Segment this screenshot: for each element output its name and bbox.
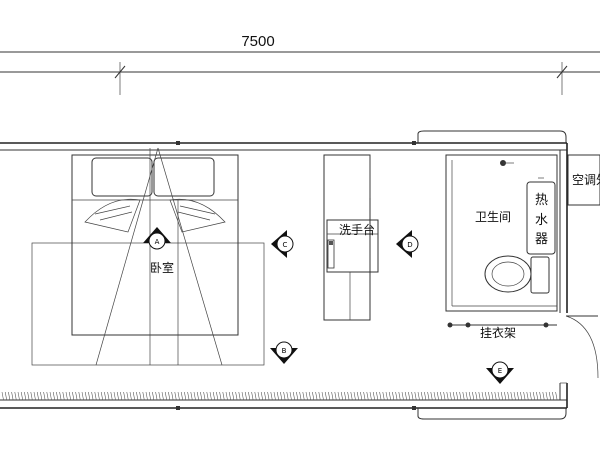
pillow-left — [91, 157, 153, 197]
bottom-window-hatch — [1, 391, 558, 401]
toilet — [484, 255, 550, 294]
section-marker-b: B — [270, 341, 298, 364]
water-heater-label-2: 水 — [535, 213, 548, 228]
overall-dimension-label: 7500 — [241, 33, 274, 50]
water-heater-label-3: 器 — [535, 232, 548, 247]
wardrobe-rack: 挂衣架 — [447, 322, 557, 340]
section-marker-c: C — [271, 230, 294, 258]
washbasin-area: 洗手台 — [323, 154, 379, 321]
water-heater-label-1: 热 — [535, 193, 548, 208]
section-marker-letter: C — [283, 241, 288, 249]
bathroom-walls — [445, 154, 558, 312]
section-marker-letter: E — [498, 367, 502, 375]
bathroom-area: 热 水 器 卫生间 — [445, 154, 558, 312]
sink — [326, 219, 379, 273]
section-marker-a: A — [143, 227, 171, 250]
pillow-right — [153, 157, 215, 197]
bathroom-label: 卫生间 — [475, 210, 511, 224]
counter — [323, 154, 371, 321]
entry-door — [560, 315, 599, 384]
washbasin-label: 洗手台 — [339, 222, 375, 237]
bedroom-label: 卧室 — [150, 260, 174, 275]
outer-walls — [0, 130, 568, 420]
rug — [31, 242, 265, 366]
dimension-line: 7500 — [0, 33, 600, 95]
section-marker-letter: A — [155, 238, 160, 246]
section-marker-e: E — [486, 361, 514, 384]
water-heater — [526, 181, 556, 255]
bedroom-area: 卧室 — [31, 147, 265, 366]
section-marker-letter: D — [407, 241, 412, 249]
wardrobe-rack-label: 挂衣架 — [480, 325, 516, 340]
section-marker-letter: B — [282, 347, 287, 355]
air-conditioner-label: 空调外 — [572, 173, 600, 187]
section-marker-d: D — [396, 230, 419, 258]
bed — [71, 154, 239, 336]
air-conditioner: 空调外 — [567, 154, 600, 206]
